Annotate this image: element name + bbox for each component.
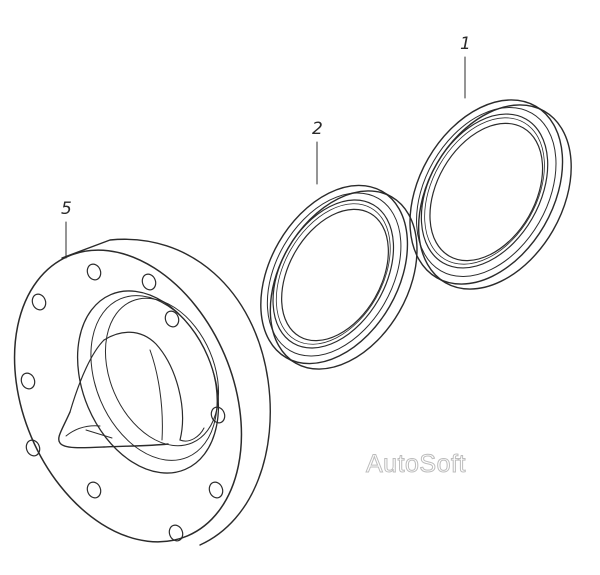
watermark: AutoSoft	[366, 450, 466, 478]
leader-lines	[65, 56, 466, 259]
flange-part-5	[13, 238, 271, 546]
callout-part-2: 2	[312, 119, 323, 139]
callout-part-5: 5	[61, 199, 72, 219]
seal-part-2	[260, 184, 418, 370]
bolt-holes	[20, 263, 226, 542]
seal-part-1	[409, 99, 572, 290]
callout-part-1: 1	[460, 34, 471, 54]
